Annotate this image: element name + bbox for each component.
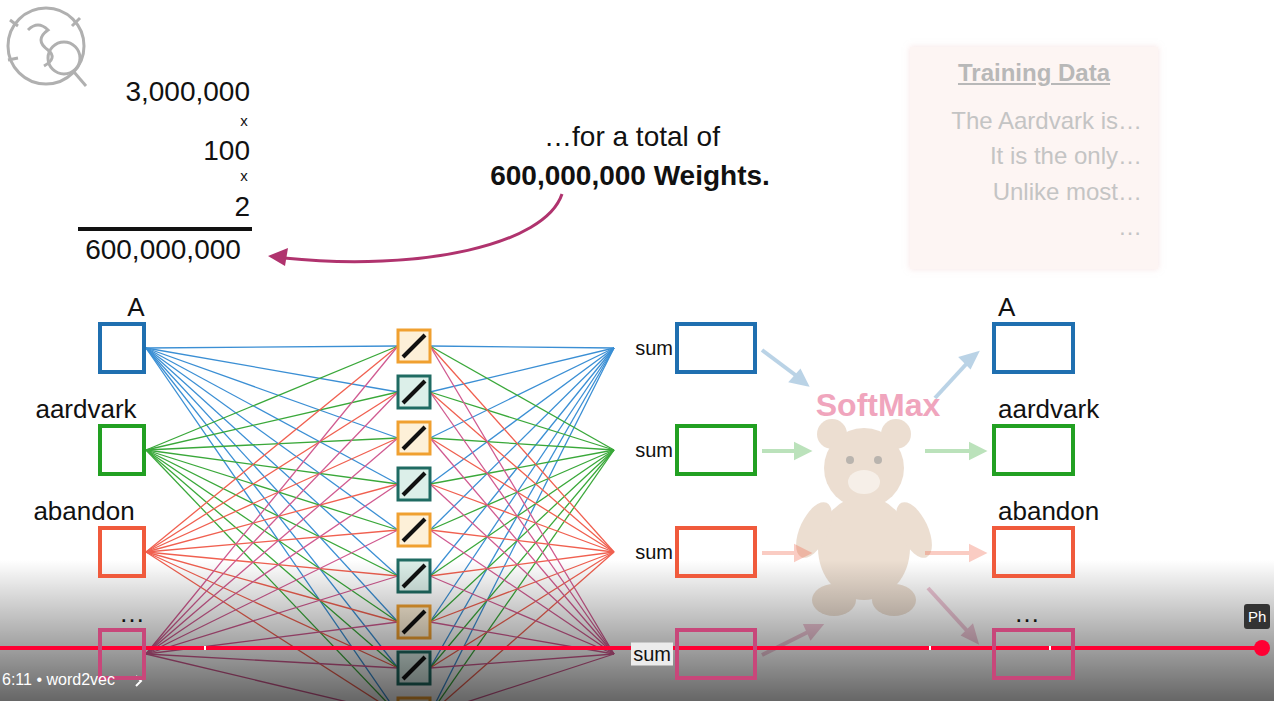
- input-weight: [146, 346, 398, 552]
- output-weight: [430, 392, 614, 450]
- tooltip: Ph: [1244, 604, 1270, 629]
- output-weight: [430, 348, 614, 576]
- output-weight: [430, 346, 614, 552]
- node-label: abandon: [33, 497, 134, 527]
- callout-text: 600,000,000 Weights.: [490, 160, 770, 192]
- callout-text: …for a total of: [544, 121, 720, 153]
- total-number: 600,000,000: [85, 234, 241, 266]
- activation-unit: [398, 514, 430, 546]
- node-label: …: [119, 599, 145, 629]
- output-weight: [430, 348, 614, 392]
- activation-slash: [403, 519, 425, 541]
- sum-node: sum: [675, 424, 757, 476]
- input-weight: [146, 392, 398, 552]
- node-label: …: [1014, 599, 1040, 629]
- input-weight: [146, 438, 398, 552]
- output-node: aardvark: [992, 424, 1075, 476]
- activation-unit: [398, 468, 430, 500]
- output-node: abandon: [992, 526, 1075, 578]
- input-weight: [146, 348, 398, 392]
- sum-node: sum: [675, 628, 757, 680]
- input-weight: [146, 484, 398, 552]
- output-weight: [430, 346, 614, 450]
- output-node: …: [992, 628, 1075, 680]
- number: 2: [234, 191, 250, 223]
- input-weight: [146, 348, 398, 530]
- activation-slash: [403, 473, 425, 495]
- activation-unit: [398, 330, 430, 362]
- training-data-panel: Training DataThe Aardvark is… It is the o…: [910, 47, 1158, 269]
- node-label: A: [127, 293, 144, 323]
- sum-node: sum: [675, 526, 757, 578]
- node-label: sum: [635, 439, 673, 462]
- sum-rule: [78, 227, 252, 231]
- panel-line: Unlike most…: [926, 178, 1142, 206]
- input-node: aardvark: [98, 424, 146, 476]
- activation-unit: [398, 376, 430, 408]
- input-weight: [146, 348, 398, 576]
- player-shade: [0, 560, 1274, 701]
- output-weight: [430, 348, 614, 530]
- input-weight: [146, 392, 398, 450]
- node-label: aardvark: [35, 395, 136, 425]
- softmax-label: SoftMax: [816, 387, 940, 424]
- output-weight: [430, 484, 614, 552]
- panel-heading: Training Data: [926, 59, 1142, 87]
- panel-line: It is the only…: [926, 142, 1142, 170]
- node-label: sum: [635, 337, 673, 360]
- output-weight: [430, 346, 614, 348]
- number: 100: [203, 135, 250, 167]
- input-node: A: [98, 322, 146, 374]
- output-weight: [430, 438, 614, 552]
- input-weight: [146, 346, 398, 348]
- logo: [8, 8, 86, 86]
- input-weight: [146, 450, 398, 576]
- activation-slash: [403, 335, 425, 357]
- times-sign: x: [240, 112, 248, 129]
- number: 3,000,000: [125, 76, 250, 108]
- node-label: sum: [631, 643, 673, 666]
- node-label: sum: [635, 541, 673, 564]
- output-weight: [430, 450, 614, 576]
- callout-arrow: [268, 194, 562, 266]
- node-label: A: [998, 293, 1015, 323]
- node-label: aardvark: [998, 395, 1099, 425]
- input-node: abandon: [98, 526, 146, 578]
- sum-node: sum: [675, 322, 757, 374]
- node-label: abandon: [998, 497, 1099, 527]
- output-node: A: [992, 322, 1075, 374]
- panel-line: …: [926, 213, 1142, 241]
- panel-line: The Aardvark is…: [926, 107, 1142, 135]
- activation-slash: [403, 381, 425, 403]
- output-weight: [430, 392, 614, 552]
- activation-slash: [403, 427, 425, 449]
- input-weight: [146, 346, 398, 450]
- times-sign: x: [240, 167, 248, 184]
- activation-unit: [398, 422, 430, 454]
- video-time: 6:11 • word2vec: [2, 671, 115, 689]
